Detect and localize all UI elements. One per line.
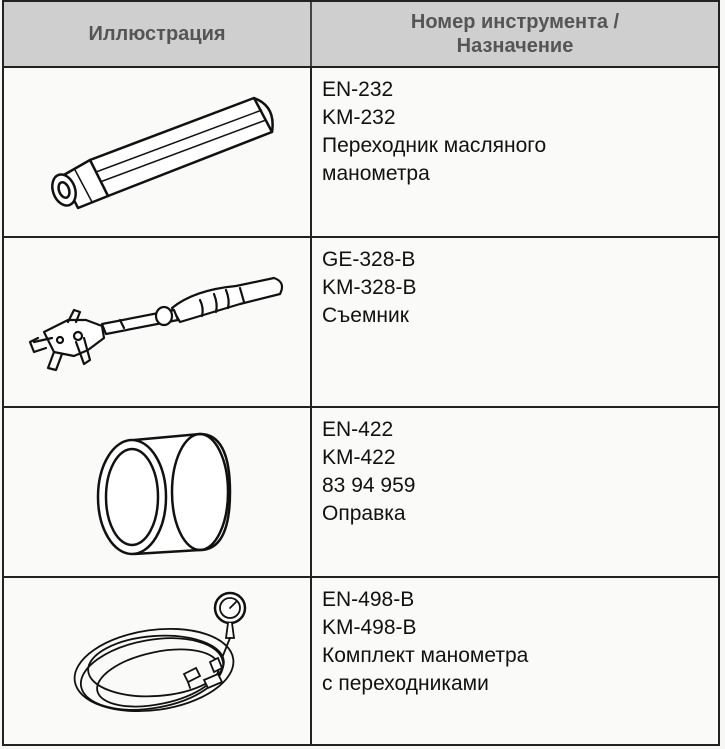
tool-purpose: Комплект манометра: [322, 644, 529, 667]
tool-number-km: KM-328-B: [322, 276, 417, 299]
header-illustration: Иллюстрация: [4, 2, 312, 66]
header-tool-number-line1: Номер инструмента /: [410, 11, 620, 33]
tool-number-en: EN-232: [322, 78, 394, 101]
tool-number-km: KM-422: [322, 446, 396, 469]
remover-tool-illustration: [4, 238, 312, 406]
tool-description: EN-422 KM-422 83 94 959 Оправка: [322, 416, 710, 528]
tool-description: EN-498-B KM-498-B Комплект манометра с п…: [322, 586, 710, 698]
tool-description: EN-232 KM-232 Переходник масляного маном…: [322, 76, 710, 188]
tool-number-en: EN-422: [322, 418, 394, 441]
tool-purpose: Съемник: [322, 304, 409, 327]
tool-number-km: KM-232: [322, 106, 396, 129]
tool-purpose-cont: манометра: [322, 162, 430, 185]
oil-gauge-adapter-illustration: [4, 68, 312, 236]
table-header: Иллюстрация Номер инструмента / Назначен…: [4, 2, 718, 68]
tool-number-ge: GE-328-B: [322, 248, 416, 271]
tool-number-en: EN-498-B: [322, 588, 415, 611]
tool-purpose: Оправка: [322, 502, 406, 525]
table-row: EN-422 KM-422 83 94 959 Оправка: [4, 408, 718, 578]
mandrel-sleeve-illustration: [4, 408, 312, 576]
header-illustration-label: Иллюстрация: [88, 23, 226, 45]
tool-purpose-cont: с переходниками: [322, 672, 489, 695]
header-tool-number-line2: Назначение: [456, 35, 574, 57]
table-row: EN-498-B KM-498-B Комплект манометра с п…: [4, 578, 718, 746]
tool-part-number: 83 94 959: [322, 474, 416, 497]
tool-number-km: KM-498-B: [322, 616, 417, 639]
header-tool-number: Номер инструмента / Назначение: [312, 2, 718, 66]
table-row: GE-328-B KM-328-B Съемник: [4, 238, 718, 408]
pressure-gauge-kit-illustration: [4, 578, 312, 746]
table-row: EN-232 KM-232 Переходник масляного маном…: [4, 68, 718, 238]
tool-description: GE-328-B KM-328-B Съемник: [322, 246, 710, 330]
tool-purpose: Переходник масляного: [322, 134, 547, 157]
